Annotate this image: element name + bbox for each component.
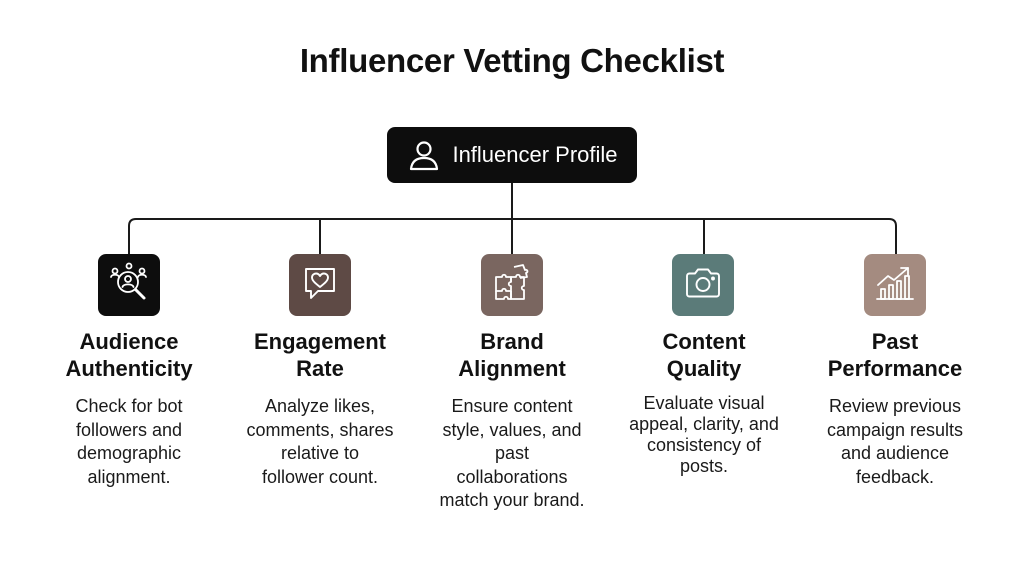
content-quality-title: Content Quality: [662, 329, 746, 381]
puzzle-icon: [490, 261, 534, 310]
root-node-influencer-profile: Influencer Profile: [387, 127, 637, 183]
camera-icon: [682, 262, 724, 309]
engagement-rate-description: Analyze likes, comments, shares relative…: [246, 396, 394, 487]
brand-alignment-title: Brand Alignment: [458, 329, 566, 381]
engagement-rate-title: Engagement Rate: [253, 329, 387, 381]
audience-authenticity-tile: [98, 254, 160, 316]
growth-chart-icon: [873, 261, 917, 310]
audience-authenticity-description: Check for bot followers and demographic …: [75, 396, 183, 487]
engagement-rate-tile: [289, 254, 351, 316]
heart-chat-icon: [300, 263, 340, 308]
audience-authenticity-title: Audience Authenticity: [65, 329, 193, 381]
content-quality-tile: [672, 254, 734, 316]
past-performance-tile: [864, 254, 926, 316]
user-icon: [406, 137, 442, 173]
past-performance-description: Review previous campaign results and aud…: [826, 396, 964, 487]
audience-search-icon: [106, 260, 152, 311]
content-quality-description: Evaluate visual appeal, clarity, and con…: [629, 393, 779, 476]
brand-alignment-tile: [481, 254, 543, 316]
root-label: Influencer Profile: [452, 142, 618, 167]
past-performance-title: Past Performance: [827, 329, 963, 381]
brand-alignment-description: Ensure content style, values, and past c…: [439, 396, 585, 510]
page-title: Influencer Vetting Checklist: [299, 42, 725, 79]
